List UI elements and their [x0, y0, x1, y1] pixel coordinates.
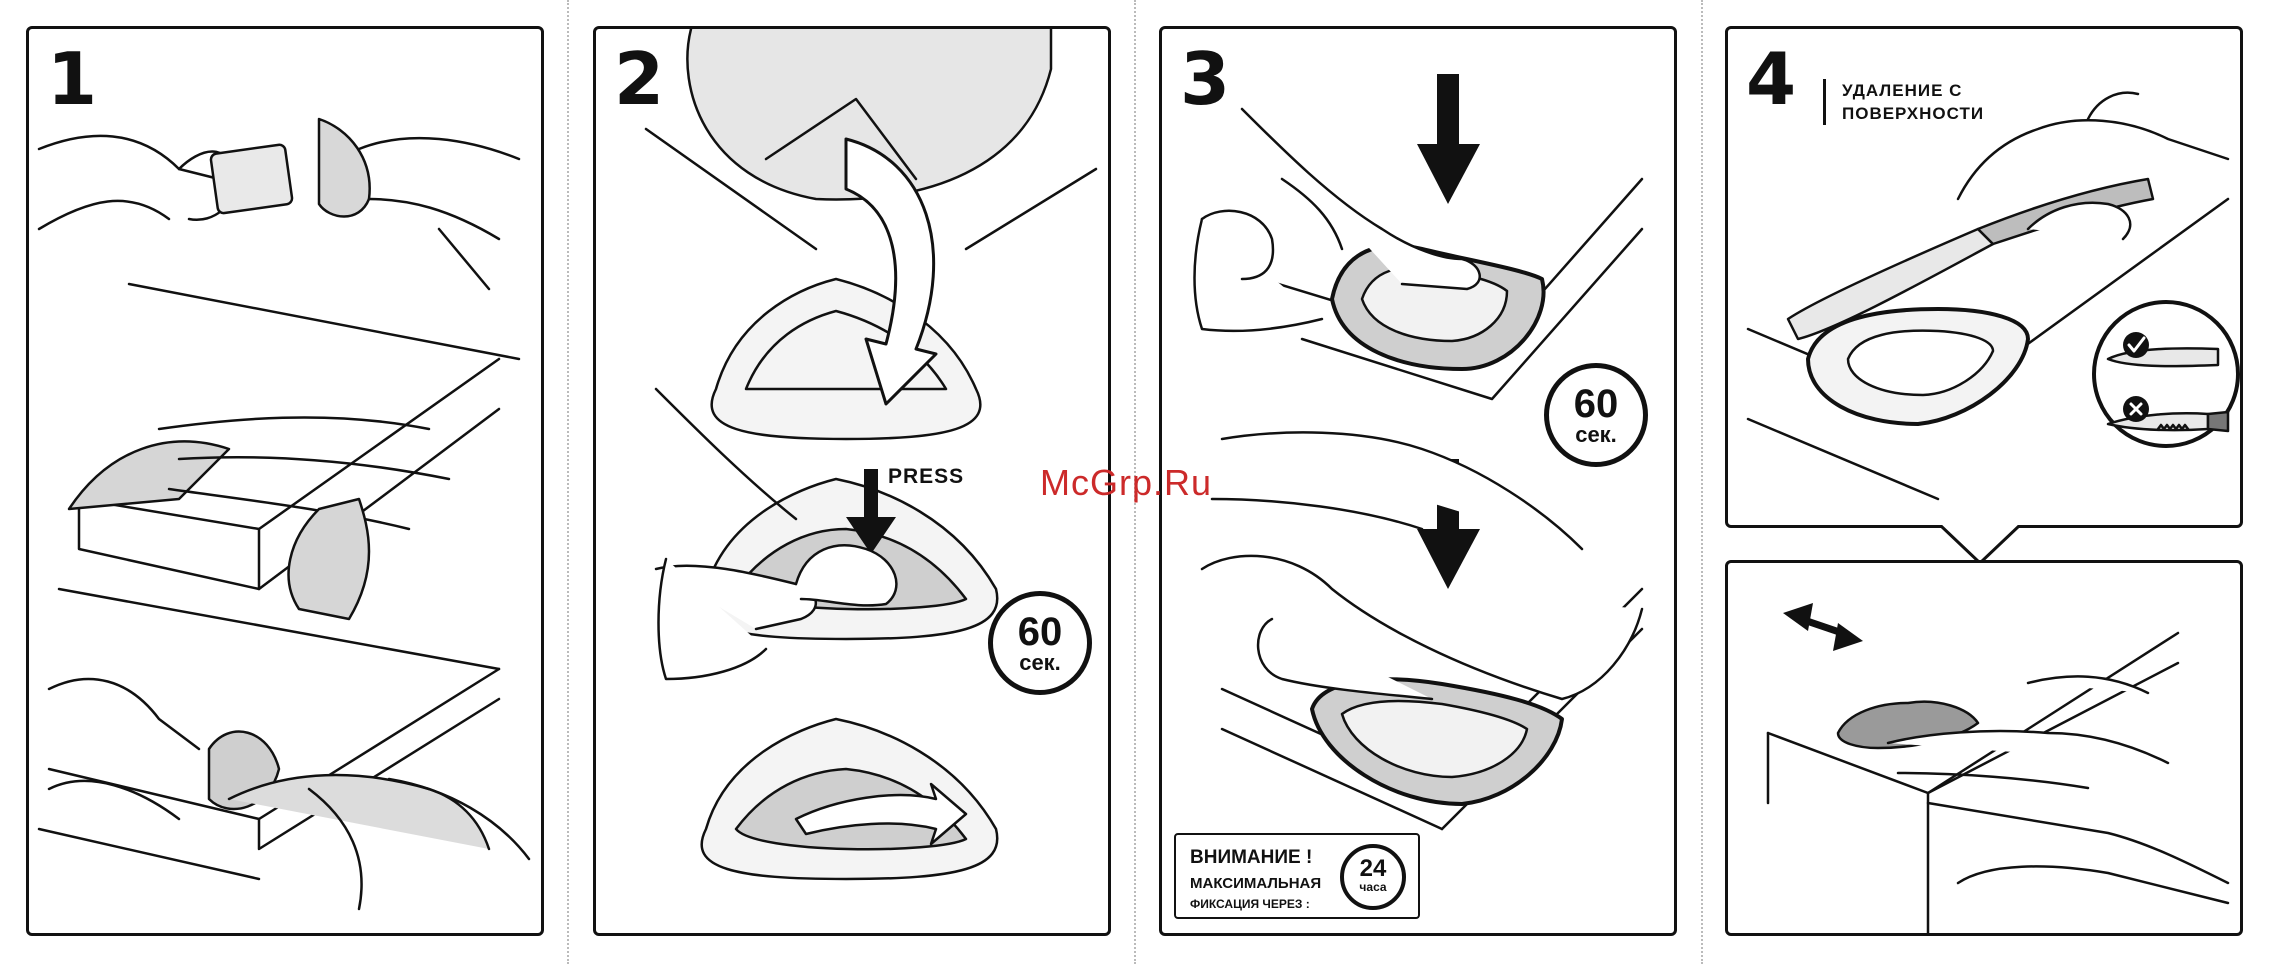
attention-title: ВНИМАНИЕ ! [1190, 847, 1312, 869]
attention-box: ВНИМАНИЕ ! МАКСИМАЛЬНАЯ ФИКСАЦИЯ ЧЕРЕЗ :… [1174, 833, 1420, 919]
timer-unit: сек. [1549, 424, 1643, 446]
column-separator [567, 0, 569, 964]
step-1-illustration [29, 29, 544, 936]
step-3-panel: 3 [1159, 26, 1677, 936]
timer-value: 60 [993, 612, 1087, 652]
attention-text-line1: МАКСИМАЛЬНАЯ [1190, 875, 1321, 892]
step-1-panel: 1 [26, 26, 544, 936]
step-3-illustration [1162, 29, 1677, 936]
step-2-panel: 2 PRESS [593, 26, 1111, 936]
timer-value: 24 [1344, 857, 1402, 881]
step-4-illustration [1728, 29, 2243, 528]
column-separator [1701, 0, 1703, 964]
timer-value: 60 [1549, 384, 1643, 424]
callout-pointer [1940, 525, 2020, 565]
timer-60-sec: 60 сек. [1544, 363, 1648, 467]
watermark: McGrp.Ru [1040, 462, 1212, 504]
timer-unit: часа [1344, 881, 1402, 893]
timer-unit: сек. [993, 652, 1087, 674]
press-label: PRESS [888, 465, 964, 489]
attention-text-line2: ФИКСАЦИЯ ЧЕРЕЗ : [1190, 897, 1310, 911]
residue-removal-illustration [1728, 563, 2243, 936]
step-4-residue-panel [1725, 560, 2243, 936]
timer-60-sec: 60 сек. [988, 591, 1092, 695]
step-4-panel: 4 УДАЛЕНИЕ С ПОВЕРХНОСТИ [1725, 26, 2243, 528]
step-2-illustration [596, 29, 1111, 936]
timer-24-hours: 24 часа [1340, 844, 1406, 910]
